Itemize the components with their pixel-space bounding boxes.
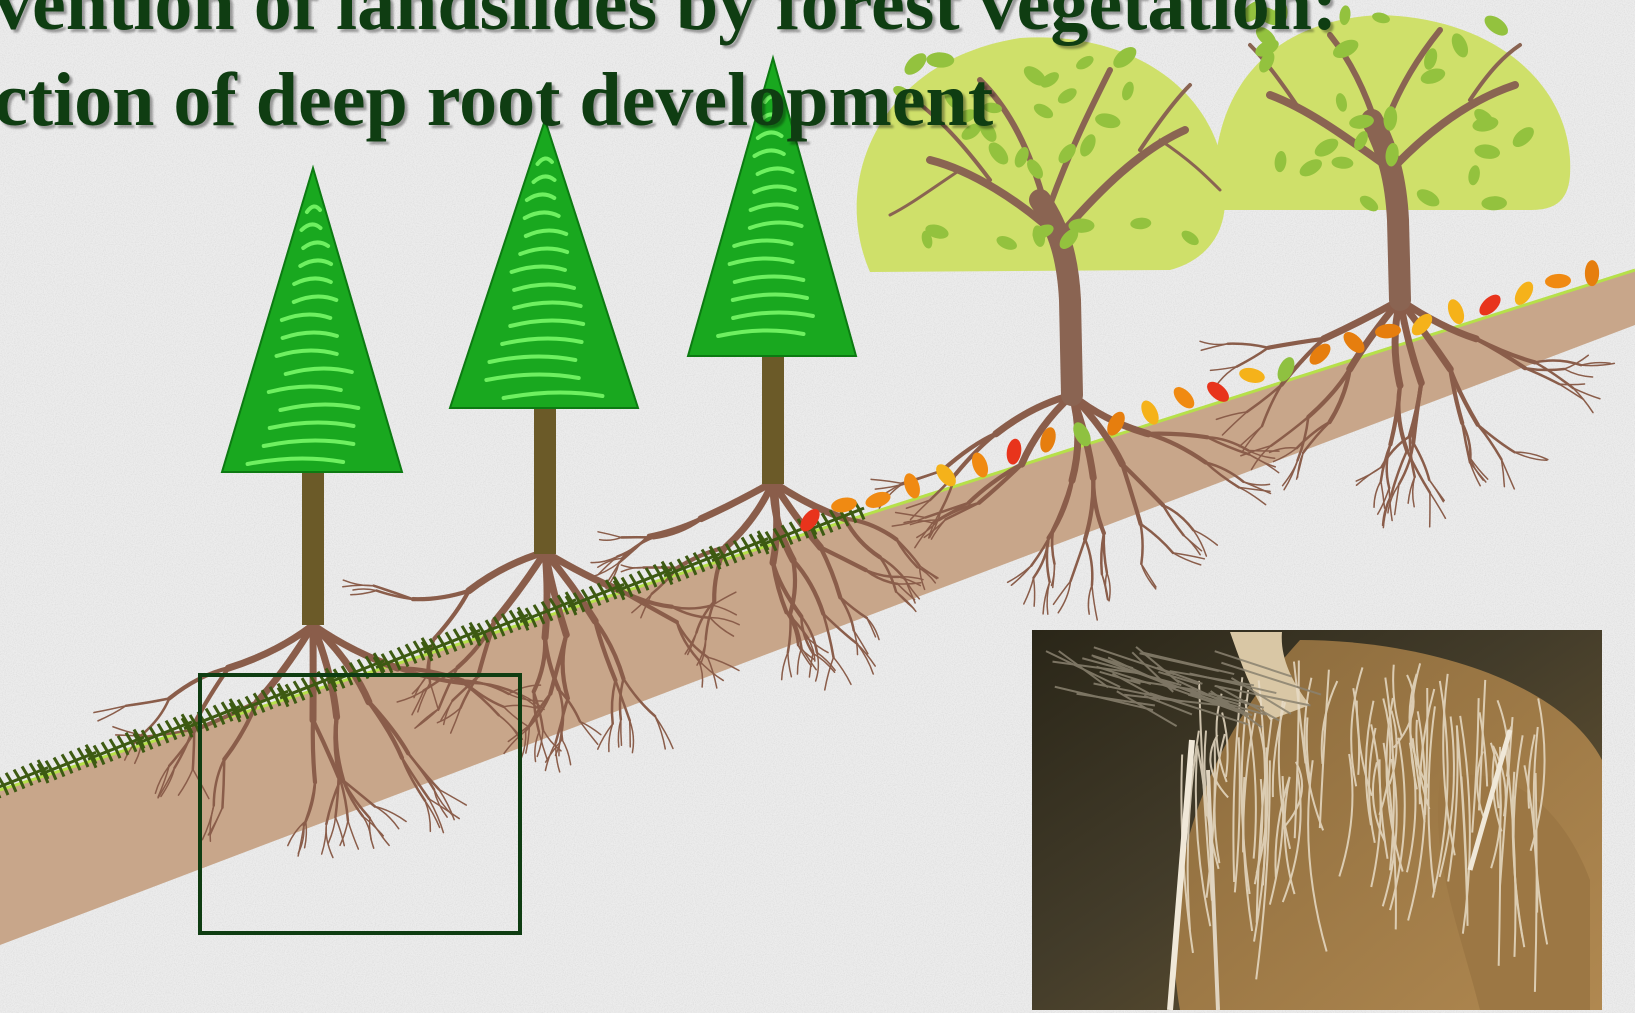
title-line-2: ction of deep root development bbox=[0, 62, 993, 138]
root-photo-inset bbox=[1032, 630, 1602, 1010]
title-line-1: vention of landslides by forest vegetati… bbox=[0, 0, 1337, 42]
